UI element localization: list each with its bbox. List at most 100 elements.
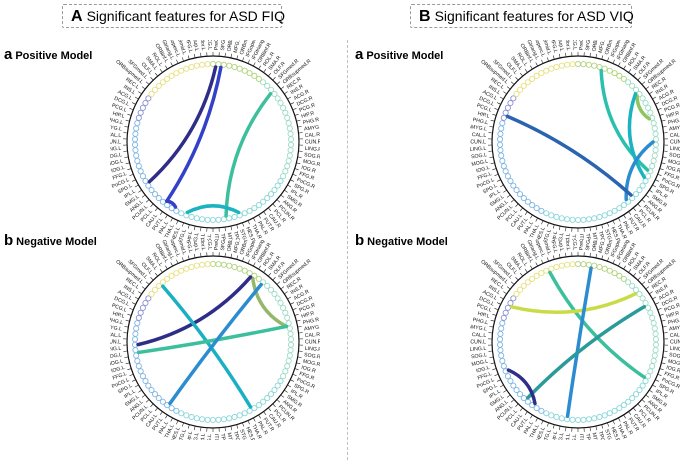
tick-mark [552, 424, 555, 429]
region-label: STG.L [177, 429, 187, 440]
tick-mark [141, 86, 146, 90]
region-node [199, 416, 206, 423]
tick-mark [637, 277, 641, 281]
tick-mark [565, 227, 567, 232]
region-label: ORBsup.L [555, 240, 565, 252]
region-node [499, 120, 506, 127]
region-label: MOG.L [471, 359, 489, 368]
tick-mark [641, 281, 646, 285]
tick-mark [224, 52, 226, 57]
region-label: AMYG.L [470, 324, 487, 333]
region-node [145, 295, 152, 302]
tick-mark [170, 262, 173, 267]
region-label: ORBsup.R [591, 240, 601, 252]
tick-mark [165, 265, 168, 270]
region-label: SFGdor.R [585, 240, 593, 251]
region-node [650, 157, 657, 164]
region-label: SOG.R [304, 152, 320, 160]
region-label: STG.R [238, 429, 249, 440]
tick-mark [247, 220, 250, 225]
region-label: ITG.R [213, 434, 219, 440]
tick-mark [595, 253, 598, 258]
region-node [132, 130, 139, 137]
region-label: HIP.L [477, 311, 491, 320]
connection-arc [165, 65, 223, 203]
tick-mark [181, 257, 184, 262]
region-label: PreCG.L [571, 240, 578, 250]
region-label: SOG.L [471, 352, 488, 360]
region-node [504, 304, 511, 311]
region-label: IOG.R [301, 165, 317, 175]
tick-mark [530, 265, 533, 270]
connection-arc [635, 94, 652, 121]
tick-mark [247, 259, 250, 264]
tick-mark [296, 362, 301, 365]
region-node [178, 210, 185, 217]
region-node [132, 147, 139, 154]
region-label: HIP.L [112, 311, 126, 320]
region-label: PHG.R [667, 317, 680, 326]
region-node [286, 352, 293, 359]
connection-arc [627, 92, 646, 179]
tick-mark [612, 420, 615, 425]
tick-mark [170, 62, 173, 67]
region-label: CUN.R [670, 139, 680, 145]
region-label: MTG.R [591, 232, 600, 240]
region-label: ORBsup.L [190, 40, 200, 52]
region-node [131, 136, 139, 143]
region-node [139, 373, 146, 380]
region-node [645, 104, 652, 111]
region-label: TPOmid.L [198, 433, 206, 440]
tick-mark [565, 252, 567, 257]
region-node [282, 309, 289, 316]
tick-mark [129, 173, 134, 176]
region-label: CUN.L [470, 339, 486, 345]
region-node [558, 262, 565, 269]
tick-mark [280, 286, 285, 290]
region-label: CAL.L [472, 332, 487, 339]
tick-mark [290, 302, 295, 305]
region-node [183, 412, 190, 419]
tick-mark [230, 226, 233, 231]
tick-mark [546, 257, 549, 262]
region-label: PreCG.R [579, 40, 586, 50]
region-node [178, 410, 185, 417]
tick-mark [294, 113, 299, 116]
region-node [496, 336, 504, 343]
region-label: SOG.L [471, 152, 488, 160]
region-node [173, 407, 180, 414]
tick-mark [494, 373, 499, 376]
region-node [513, 186, 520, 194]
region-label: TPOsup.R [232, 431, 244, 440]
region-node [548, 412, 555, 419]
tick-mark [645, 286, 650, 290]
region-node [145, 95, 152, 102]
tick-mark [272, 277, 276, 281]
region-node [277, 377, 284, 385]
region-node [632, 391, 640, 398]
region-node [510, 182, 517, 189]
region-label: STG.L [542, 229, 552, 240]
region-label: DCG.L [113, 296, 130, 308]
circos-plot-viq-positive: PreCG.RSFGdor.RORBsup.RMFG.RORBmid.RIFGo… [470, 40, 680, 240]
tick-mark [589, 252, 591, 257]
region-node [131, 336, 139, 343]
region-node [652, 341, 660, 348]
region-node [193, 262, 200, 269]
tick-mark [530, 65, 533, 70]
tick-mark [655, 379, 660, 382]
tick-mark [589, 227, 591, 232]
region-label: MOG.L [471, 159, 489, 168]
region-node [204, 61, 211, 68]
region-label: IPL.L [488, 188, 502, 200]
region-node [601, 265, 608, 272]
region-node [282, 368, 289, 375]
region-node [133, 125, 140, 132]
tick-mark [181, 422, 184, 427]
region-node [636, 186, 643, 194]
tick-mark [200, 427, 202, 432]
tick-mark [159, 269, 163, 273]
region-node [148, 386, 155, 394]
tick-mark [145, 199, 150, 203]
tick-mark [490, 162, 495, 165]
